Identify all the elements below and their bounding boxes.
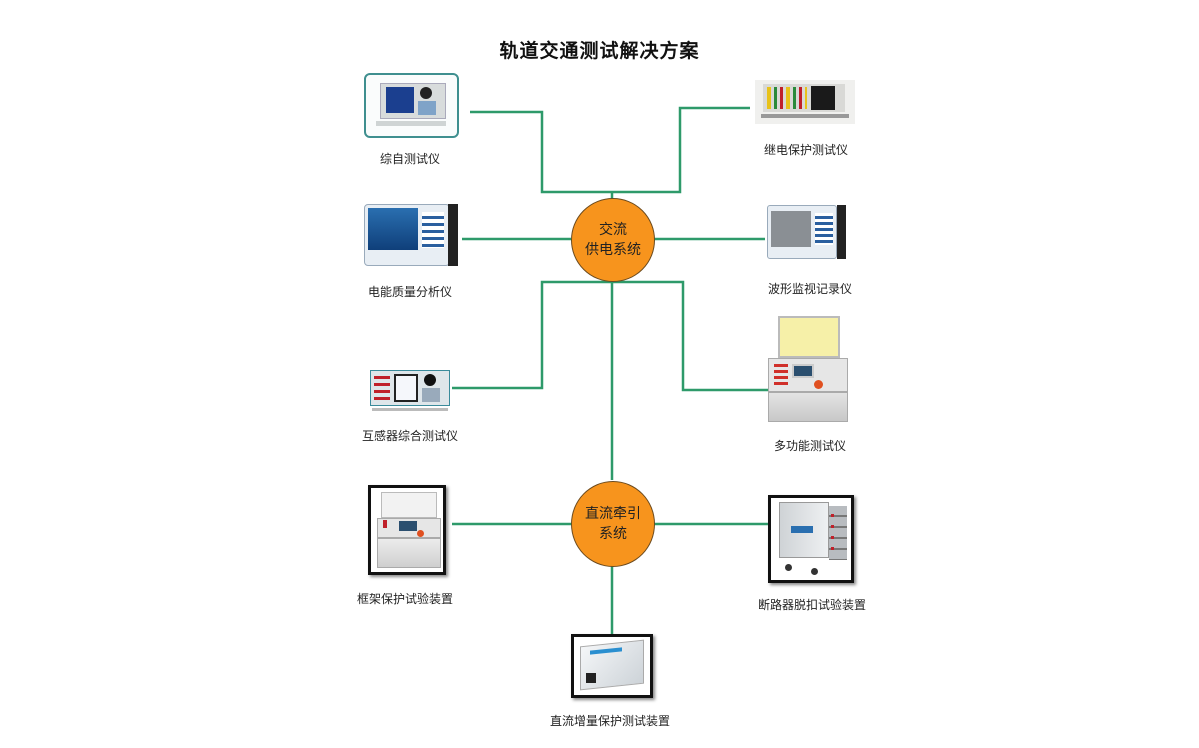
dc-hub-line1: 直流牵引	[585, 506, 641, 522]
line-comprehensive-tester	[470, 106, 750, 194]
instrument-image	[768, 316, 850, 424]
device-label: 框架保护试验装置	[356, 592, 454, 606]
dc-traction-hub[interactable]: 直流牵引系统	[571, 481, 655, 567]
diagram-title: 轨道交通测试解决方案	[499, 40, 700, 62]
device-label: 电能质量分析仪	[367, 285, 453, 299]
instrument-image	[368, 485, 446, 575]
instrument-image	[768, 495, 854, 583]
device-label: 综自测试仪	[379, 152, 441, 166]
device-label: 继电保护测试仪	[763, 143, 849, 157]
device-label: 互感器综合测试仪	[361, 429, 459, 443]
instrument-image	[364, 73, 459, 138]
instrument-image	[362, 200, 460, 272]
device-label: 波形监视记录仪	[767, 282, 853, 296]
device-label: 多功能测试仪	[773, 439, 847, 453]
dc-hub-line2: 系统	[599, 526, 627, 542]
instrument-image	[368, 368, 452, 418]
instrument-image	[765, 203, 847, 263]
device-label: 断路器脱扣试验装置	[757, 598, 867, 612]
instrument-image	[755, 80, 855, 124]
device-label: 直流增量保护测试装置	[549, 714, 671, 728]
ac-hub-line1: 交流	[599, 222, 627, 238]
line-transformer-tester	[450, 280, 768, 392]
ac-hub-line2: 供电系统	[585, 242, 641, 258]
ac-power-supply-hub[interactable]: 交流供电系统	[571, 198, 655, 282]
instrument-image	[571, 634, 653, 698]
